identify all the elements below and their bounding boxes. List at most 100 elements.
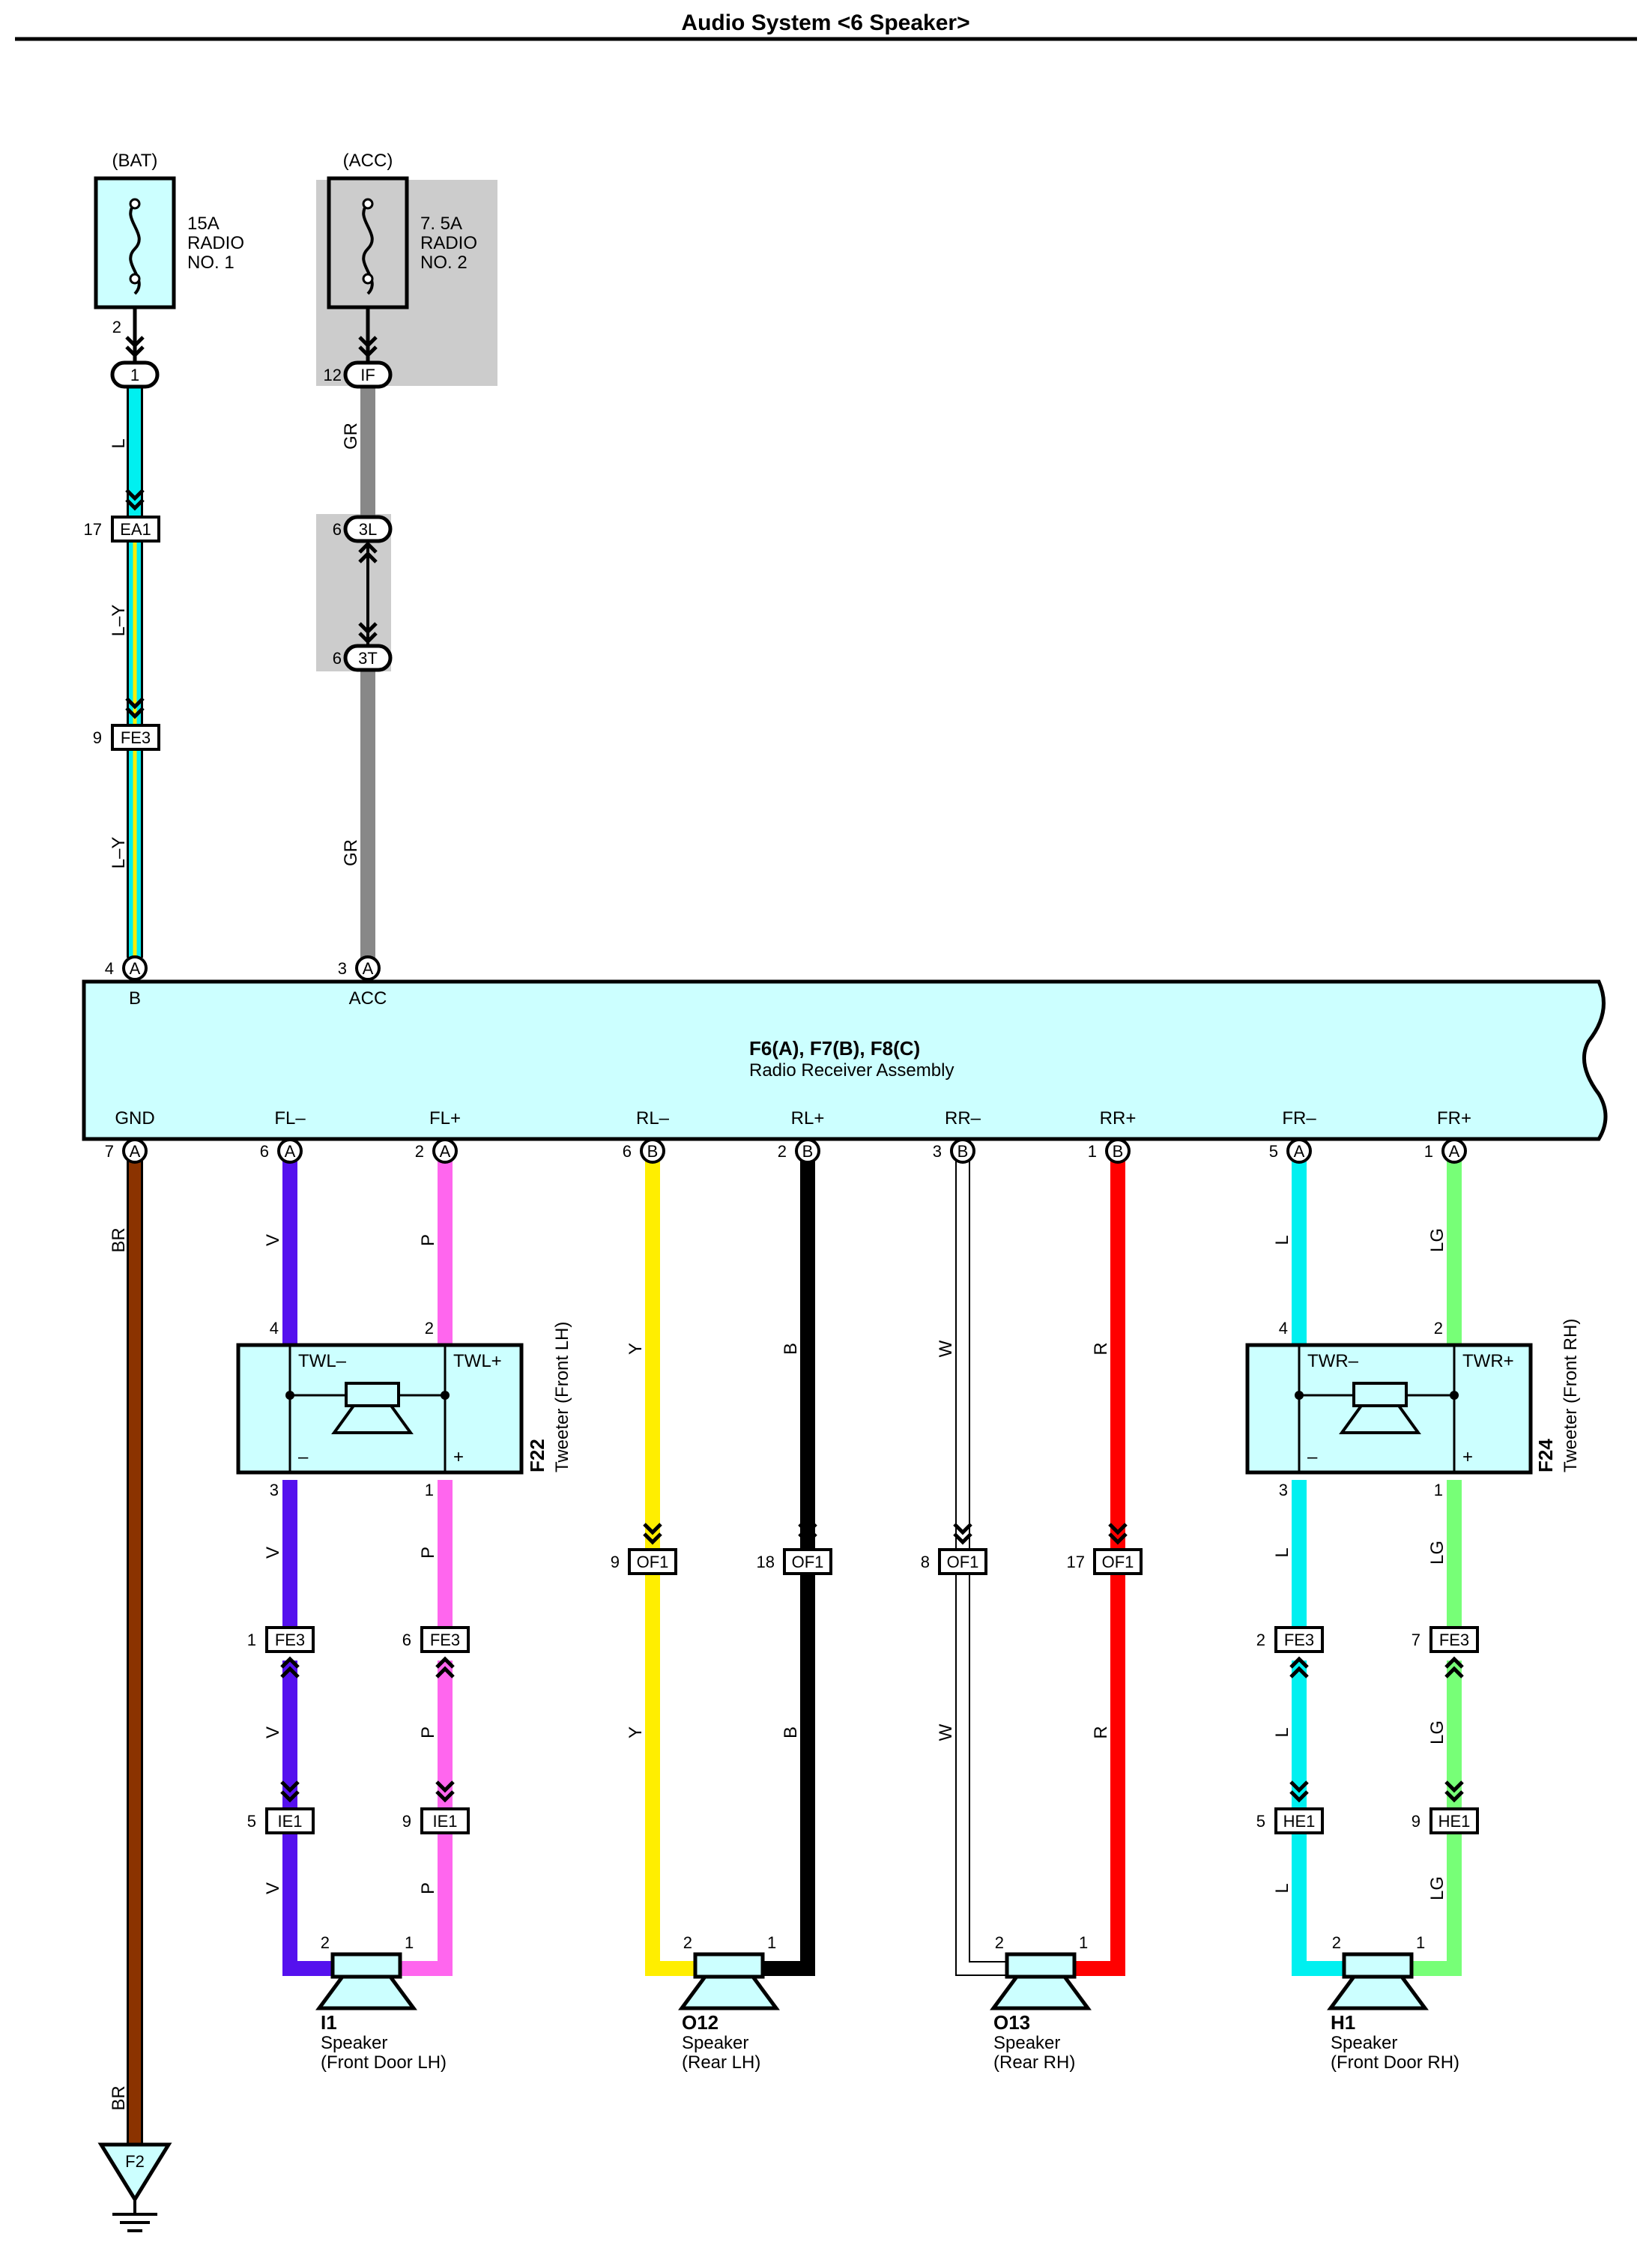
conn-of1-rl-neg: OF1 9 (611, 1524, 677, 1575)
radio-top-pins: A 4 B A 3 ACC (105, 955, 387, 1009)
svg-text:+: + (453, 1447, 464, 1467)
svg-text:1: 1 (1088, 1142, 1097, 1161)
wire-rl-neg (645, 1160, 695, 1976)
radio-title: F6(A), F7(B), F8(C) (749, 1037, 920, 1060)
tweeter-front-rh: TWR– TWR+ – + 4 2 3 1 F24 Tweeter (Front… (1245, 1319, 1581, 1499)
fuse-acc-source: (ACC) (343, 151, 393, 171)
svg-text:W: W (936, 1723, 956, 1741)
wire-fl-pos (400, 1160, 453, 1976)
svg-text:P: P (418, 1234, 438, 1246)
svg-text:OF1: OF1 (792, 1553, 824, 1571)
svg-text:ACC: ACC (349, 988, 387, 1009)
svg-text:2: 2 (415, 1142, 424, 1161)
svg-text:17: 17 (1067, 1553, 1085, 1571)
fuse-acc: (ACC) 7. 5A RADIO NO. 2 IF 12 (324, 151, 477, 389)
svg-text:Speaker: Speaker (993, 2033, 1060, 2053)
svg-text:18: 18 (757, 1553, 775, 1571)
svg-text:3: 3 (1279, 1481, 1288, 1499)
label-wire-gr-2: GR (341, 839, 361, 866)
svg-text:V: V (263, 1547, 283, 1559)
svg-text:2: 2 (778, 1142, 787, 1161)
svg-text:Speaker: Speaker (682, 2033, 748, 2053)
svg-text:FL+: FL+ (429, 1108, 461, 1128)
speaker-icon (330, 1952, 402, 1979)
svg-text:TWR–: TWR– (1307, 1351, 1359, 1371)
radio-subtitle: Radio Receiver Assembly (749, 1060, 954, 1081)
fuse-bat-pin: 2 (112, 318, 121, 336)
wire-rr-pos (1074, 1160, 1125, 1976)
svg-text:B: B (129, 988, 141, 1009)
svg-text:A: A (440, 1142, 451, 1161)
svg-text:5: 5 (247, 1812, 256, 1831)
speaker-rear-lh: 2 1 O12 Speaker (Rear LH) (678, 1933, 780, 2073)
fuse-bat: (BAT) 15A RADIO NO. 1 2 1 (94, 151, 244, 389)
conn-of1-rl-pos: OF1 18 (757, 1524, 832, 1575)
svg-text:2: 2 (1332, 1933, 1341, 1952)
fuse-acc-no: NO. 2 (420, 253, 468, 273)
svg-text:Speaker: Speaker (321, 2033, 387, 2053)
svg-text:F24: F24 (1534, 1439, 1557, 1472)
svg-text:6: 6 (402, 1631, 411, 1649)
svg-text:(Rear LH): (Rear LH) (682, 2052, 760, 2073)
svg-text:7: 7 (105, 1142, 114, 1161)
fuse-bat-source: (BAT) (112, 151, 158, 171)
conn-ie1-fl-pos: IE1 9 (402, 1782, 470, 1834)
label-wire-gr-1: GR (341, 423, 361, 450)
svg-text:A: A (1449, 1142, 1460, 1161)
junction-1 (110, 360, 160, 389)
svg-text:Y: Y (626, 1343, 646, 1355)
svg-text:O12: O12 (682, 2011, 718, 2034)
svg-text:–: – (1307, 1447, 1318, 1467)
conn-he1-fr-pos: HE1 9 (1412, 1782, 1479, 1834)
fuse-acc-amps: 7. 5A (420, 214, 462, 234)
conn-ie1-fl-neg: IE1 5 (247, 1782, 315, 1834)
conn-fe3-fl-neg: FE3 1 (247, 1626, 315, 1677)
svg-text:A: A (363, 959, 374, 978)
svg-text:(Front Door RH): (Front Door RH) (1331, 2052, 1459, 2073)
svg-text:2: 2 (1434, 1319, 1443, 1338)
conn-fe3-bat: FE3 9 (93, 698, 160, 751)
svg-text:L: L (1272, 1883, 1292, 1893)
svg-text:2: 2 (1256, 1631, 1265, 1649)
svg-text:A: A (285, 1142, 296, 1161)
label-wire-ly-2: L–Y (109, 837, 129, 869)
svg-text:4: 4 (105, 959, 114, 978)
speaker-icon (693, 1952, 765, 1979)
svg-text:8: 8 (921, 1553, 930, 1571)
svg-text:LG: LG (1427, 1720, 1447, 1744)
radio-bottom-pins: A 7 GND A 6 FL– A 2 FL+ B 6 RL– B 2 RL+ … (105, 1108, 1471, 1164)
svg-text:FE3: FE3 (430, 1631, 460, 1649)
svg-text:L: L (1272, 1235, 1292, 1245)
svg-text:R: R (1091, 1342, 1111, 1355)
svg-text:Y: Y (626, 1726, 646, 1738)
radio-receiver: F6(A), F7(B), F8(C) Radio Receiver Assem… (82, 979, 1608, 1141)
svg-text:GND: GND (115, 1108, 154, 1128)
svg-text:L: L (1272, 1727, 1292, 1737)
svg-text:RR+: RR+ (1100, 1108, 1137, 1128)
svg-text:RL+: RL+ (791, 1108, 825, 1128)
svg-text:RL–: RL– (636, 1108, 670, 1128)
label-wire-l: L (109, 438, 129, 448)
svg-text:6: 6 (333, 520, 342, 539)
svg-text:LG: LG (1427, 1541, 1447, 1565)
svg-text:FR+: FR+ (1437, 1108, 1471, 1128)
svg-text:H1: H1 (1331, 2011, 1355, 2034)
svg-text:A: A (130, 959, 141, 978)
svg-text:FE3: FE3 (121, 728, 151, 747)
svg-text:V: V (263, 1234, 283, 1246)
svg-text:LG: LG (1427, 1876, 1447, 1900)
svg-text:4: 4 (270, 1319, 279, 1338)
speaker-icon (1342, 1952, 1414, 1979)
svg-text:F22: F22 (526, 1439, 548, 1472)
fuse-bat-amps: 15A (187, 214, 220, 234)
svg-text:TWL+: TWL+ (453, 1351, 502, 1371)
svg-text:R: R (1091, 1726, 1111, 1738)
svg-text:1: 1 (1424, 1142, 1433, 1161)
wire-rr-neg (955, 1160, 1007, 1976)
svg-text:BR: BR (109, 1227, 129, 1252)
svg-text:FE3: FE3 (1439, 1631, 1469, 1649)
svg-text:9: 9 (93, 728, 102, 747)
conn-of1-rr-neg: OF1 8 (921, 1524, 987, 1575)
wire-rl-pos (763, 1160, 815, 1976)
